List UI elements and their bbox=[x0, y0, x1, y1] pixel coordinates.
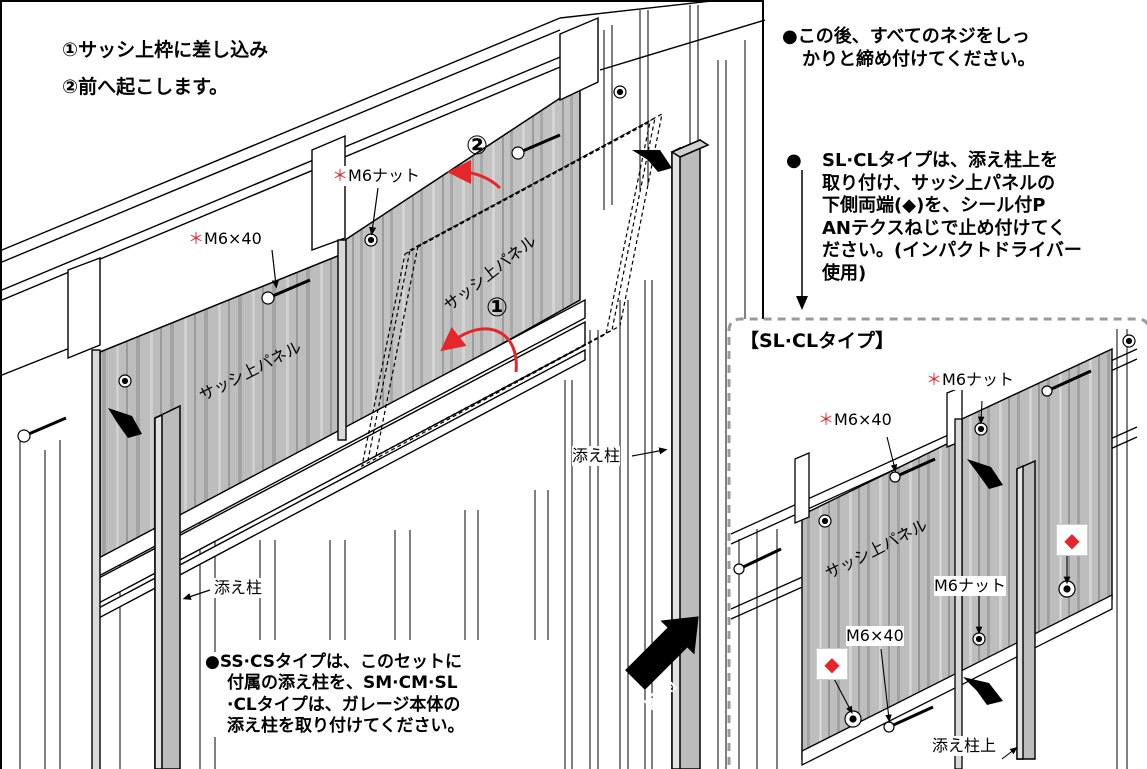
sash-panel-dashed bbox=[361, 112, 663, 468]
insert-arrows bbox=[108, 150, 672, 438]
marker-1: ① bbox=[486, 293, 509, 323]
sl-cl-note: SL·CLタイプは、添え柱上を 取り付け、サッシ上パネルの 下側両端(◆)を、シ… bbox=[822, 150, 1082, 285]
sl-cl-note-line: 取り付け、サッシ上パネルの bbox=[822, 172, 1056, 194]
label-m6x40-main: ＊M6×40 bbox=[188, 229, 262, 249]
tighten-note-line: ●この後、すべてのネジをしっ bbox=[782, 26, 1030, 47]
inside-badge bbox=[625, 616, 699, 690]
sl-cl-down-arrow bbox=[796, 170, 808, 310]
wall-lines bbox=[19, 5, 746, 769]
step-1-text: ①サッシ上枠に差し込み bbox=[62, 39, 269, 61]
ss-cs-note-line: 添え柱を取り付けてください。 bbox=[227, 715, 465, 736]
inset-label-m6x40-bottom: M6×40 bbox=[846, 626, 904, 646]
diamond-glyph: ◆ bbox=[824, 652, 840, 676]
asterisk-mark: ＊ bbox=[188, 229, 205, 248]
label-m6-nut-main: ＊M6ナット bbox=[332, 166, 421, 186]
diamond-glyph: ◆ bbox=[1064, 528, 1080, 552]
ss-cs-note-line: ●SS·CSタイプは、このセットに bbox=[205, 652, 463, 672]
asterisk-mark: ＊ bbox=[818, 410, 835, 429]
asterisk-mark: ＊ bbox=[926, 370, 943, 389]
sl-cl-note-line: ANテクスねじで止め付けてく bbox=[822, 217, 1066, 239]
support-post-left bbox=[154, 404, 181, 769]
screws bbox=[17, 85, 627, 443]
ss-cs-note-line: 付属の添え柱を、SM·CM·SL bbox=[227, 673, 458, 694]
sl-cl-note-line: 下側両端(◆)を、シール付P bbox=[822, 195, 1046, 216]
tighten-note-line: かりと締め付けてください。 bbox=[802, 48, 1036, 70]
m6x40-text: M6×40 bbox=[204, 229, 262, 248]
ss-cs-note-line: ·CLタイプは、ガレージ本体の bbox=[227, 694, 461, 715]
step-2-text: ②前へ起こします。 bbox=[62, 76, 229, 98]
inset-label-support-post-top: 添え柱上 bbox=[932, 736, 997, 756]
m6x40-text: M6×40 bbox=[834, 410, 892, 429]
label-support-post-right: 添え柱 bbox=[572, 446, 621, 466]
brackets bbox=[67, 16, 599, 769]
support-post-right bbox=[670, 138, 710, 769]
inset-title: 【SL·CLタイプ】 bbox=[740, 330, 895, 354]
rotate-arrow-1 bbox=[440, 327, 518, 373]
leader-lines bbox=[182, 187, 668, 600]
inset-label-m6x40-top: ＊M6×40 bbox=[818, 410, 892, 430]
tighten-note: ●この後、すべてのネジをしっ かりと締め付けてください。 bbox=[782, 26, 1035, 71]
inset-label-m6-nut-bottom: M6ナット bbox=[934, 576, 1006, 596]
diamond-marker-right: ◆ bbox=[1056, 524, 1088, 556]
m6-nut-text: M6ナット bbox=[942, 370, 1015, 389]
diamond-marker-left: ◆ bbox=[816, 648, 848, 680]
rotate-arrow-2 bbox=[447, 160, 502, 190]
m6-nut-text: M6ナット bbox=[348, 166, 421, 185]
marker-2: ② bbox=[466, 131, 489, 161]
sl-cl-bullet: ● bbox=[786, 150, 802, 171]
inset-label-m6-nut-top: ＊M6ナット bbox=[926, 370, 1015, 390]
sl-cl-note-line: 使用) bbox=[822, 262, 867, 284]
label-support-post-left: 添え柱 bbox=[214, 578, 263, 598]
sl-cl-note-line: ださい。(インパクトドライバー bbox=[822, 240, 1082, 261]
asterisk-mark: ＊ bbox=[332, 166, 349, 185]
sl-cl-note-line: SL·CLタイプは、添え柱上を bbox=[822, 150, 1058, 171]
ss-cs-note: ●SS·CSタイプは、このセットに 付属の添え柱を、SM·CM·SL ·CLタイ… bbox=[205, 652, 465, 737]
